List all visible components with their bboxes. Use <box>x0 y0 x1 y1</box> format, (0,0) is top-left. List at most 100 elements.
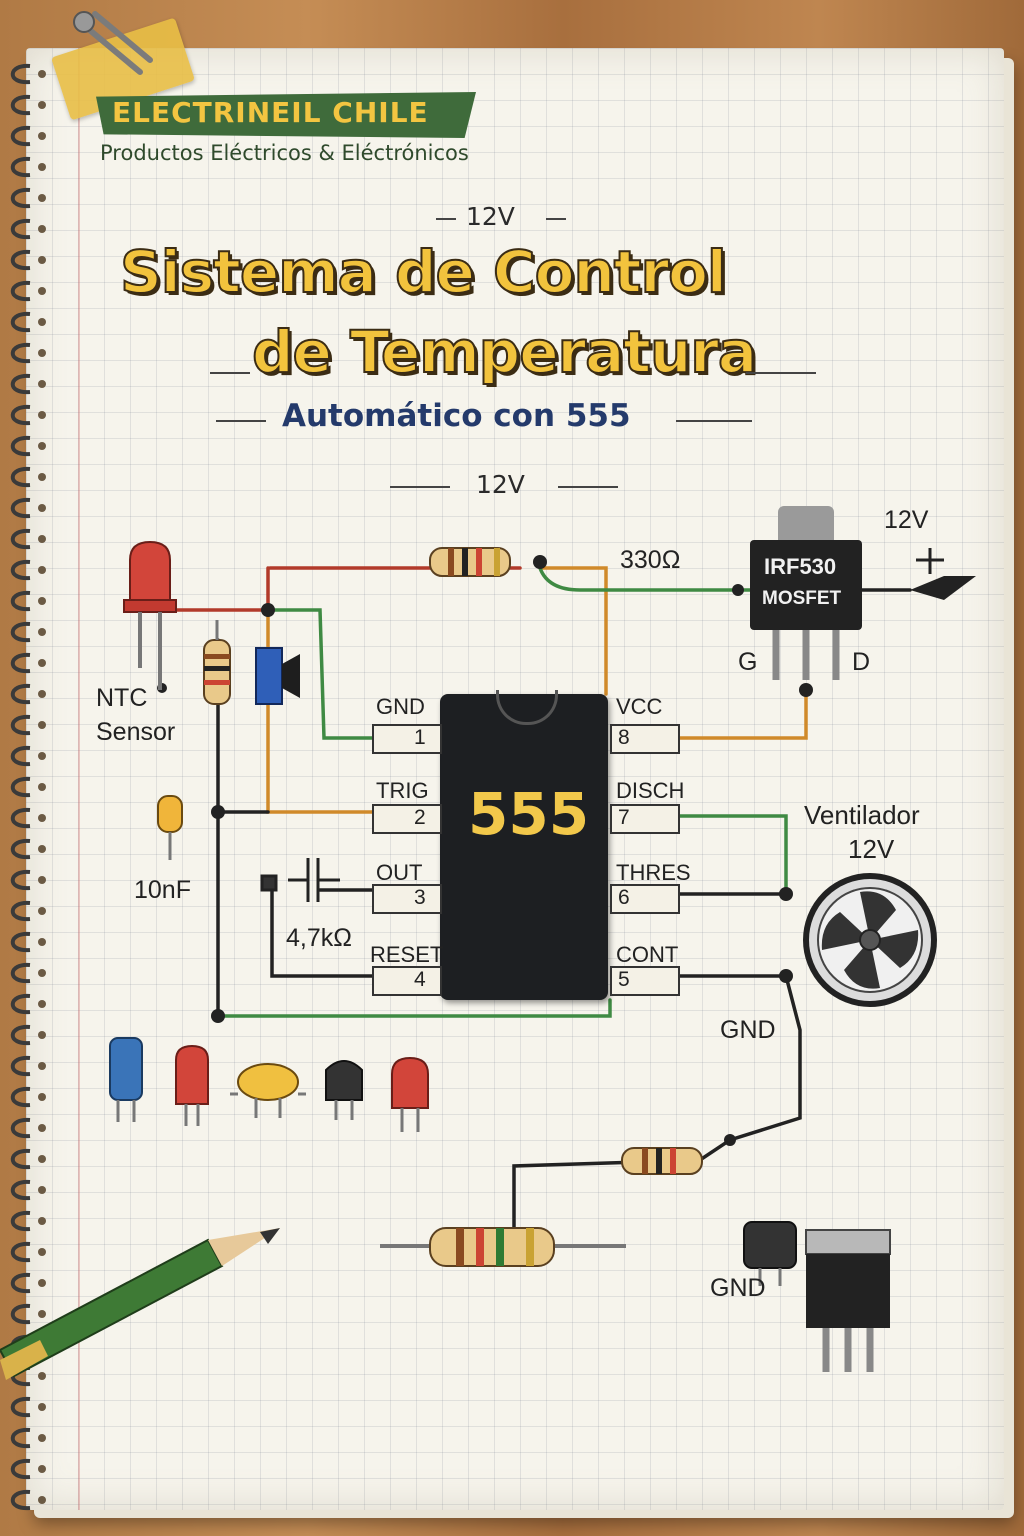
sensor-label-ntc: NTC <box>96 684 148 712</box>
spiral-ring <box>10 621 31 643</box>
mosfet-body <box>750 540 862 630</box>
spiral-ring <box>10 1241 31 1263</box>
dash-decoration <box>436 218 456 220</box>
header-voltage: 12V <box>466 202 515 231</box>
pin-name-vcc: VCC <box>616 694 663 719</box>
spiral-ring <box>10 1179 31 1201</box>
ring-hole <box>38 938 46 946</box>
spiral-ring <box>10 869 31 891</box>
pin-box-2 <box>372 804 442 834</box>
ring-hole <box>38 1403 46 1411</box>
spiral-ring <box>10 1148 31 1170</box>
spiral-ring <box>10 218 31 240</box>
pin-name-reset: RESET <box>370 942 444 967</box>
fan-label-voltage: 12V <box>848 834 895 864</box>
spiral-ring <box>10 652 31 674</box>
ring-hole <box>38 752 46 760</box>
trimmer-blue-icon <box>255 647 300 705</box>
ring-hole <box>38 1496 46 1504</box>
dash-decoration <box>746 372 816 374</box>
spiral-ring <box>10 559 31 581</box>
resistor-vertical-icon <box>203 620 231 705</box>
spiral-ring <box>10 931 31 953</box>
pin-name-disch: DISCH <box>616 778 685 803</box>
ring-hole <box>38 225 46 233</box>
pin-box-4 <box>372 966 442 996</box>
spiral-ring <box>10 125 31 147</box>
ring-hole <box>38 783 46 791</box>
wire-bottom <box>216 998 612 1018</box>
ring-hole <box>38 1155 46 1163</box>
spiral-ring <box>10 1272 31 1294</box>
ring-hole <box>38 814 46 822</box>
ring-hole <box>38 876 46 884</box>
ring-hole <box>38 1031 46 1039</box>
resistor-small-bottom-icon <box>621 1147 703 1175</box>
dash-decoration <box>558 486 618 488</box>
ring-hole <box>38 411 46 419</box>
voltage-regulator-icon <box>743 1221 891 1372</box>
ring-hole <box>38 1310 46 1318</box>
ring-hole <box>38 535 46 543</box>
spiral-ring <box>10 342 31 364</box>
pin-num-2: 2 <box>414 806 426 829</box>
gnd-label-regulator: GND <box>710 1274 766 1302</box>
ic-555-chip <box>440 694 608 1000</box>
dash-decoration <box>676 420 752 422</box>
ring-hole <box>38 1000 46 1008</box>
ring-hole <box>38 721 46 729</box>
ring-hole <box>38 256 46 264</box>
mosfet-type: MOSFET <box>762 588 842 609</box>
supply-voltage-label: 12V <box>476 470 525 499</box>
dash-decoration <box>546 218 566 220</box>
spiral-ring <box>10 435 31 457</box>
mosfet-pin-d: D <box>852 648 871 676</box>
fan-icon <box>803 873 937 1007</box>
spiral-ring <box>10 993 31 1015</box>
pin-num-7: 7 <box>618 806 630 829</box>
ring-hole <box>38 349 46 357</box>
ntc-sensor-led-icon <box>123 540 177 690</box>
mosfet-tab <box>778 506 834 546</box>
junction-dots <box>157 555 813 1146</box>
spiral-ring <box>10 280 31 302</box>
binder-clip-icon <box>73 11 153 75</box>
pin-name-gnd: GND <box>376 694 425 719</box>
ring-hole <box>38 1372 46 1380</box>
pin-box-6 <box>610 884 680 914</box>
capacitor-blue-icon <box>109 1037 143 1122</box>
pin-box-8 <box>610 724 680 754</box>
led-red-2-icon <box>391 1056 429 1132</box>
spiral-ring <box>10 807 31 829</box>
mosfet-legs <box>772 630 840 680</box>
ring-hole <box>38 1124 46 1132</box>
spiral-ring <box>10 683 31 705</box>
pin-num-3: 3 <box>414 886 426 909</box>
pin-num-4: 4 <box>414 968 426 991</box>
resistor-4k7-label: 4,7kΩ <box>286 924 352 952</box>
wire-gnd-chain <box>512 974 802 1232</box>
spiral-ring <box>10 497 31 519</box>
spiral-ring <box>10 838 31 860</box>
mosfet-supply-label: 12V <box>884 506 929 534</box>
wire-gate <box>538 566 752 592</box>
mosfet-pin-g: G <box>738 648 758 676</box>
pin-name-thres: THRES <box>616 860 691 885</box>
capacitor-10nf-label: 10nF <box>134 876 191 904</box>
spiral-ring <box>10 156 31 178</box>
pin-num-1: 1 <box>414 726 426 749</box>
ring-hole <box>38 1465 46 1473</box>
mosfet-part: IRF530 <box>764 554 837 579</box>
spiral-ring <box>10 94 31 116</box>
brand-banner <box>96 92 476 138</box>
component-row <box>109 1037 429 1132</box>
ring-hole <box>38 597 46 605</box>
ring-hole <box>38 1217 46 1225</box>
pencil-icon <box>0 1228 280 1380</box>
spiral-ring <box>10 1024 31 1046</box>
fan-label-name: Ventilador <box>804 800 920 830</box>
spiral-ring <box>10 1458 31 1480</box>
ring-hole <box>38 194 46 202</box>
wire-reset <box>270 880 374 978</box>
spiral-ring <box>10 249 31 271</box>
